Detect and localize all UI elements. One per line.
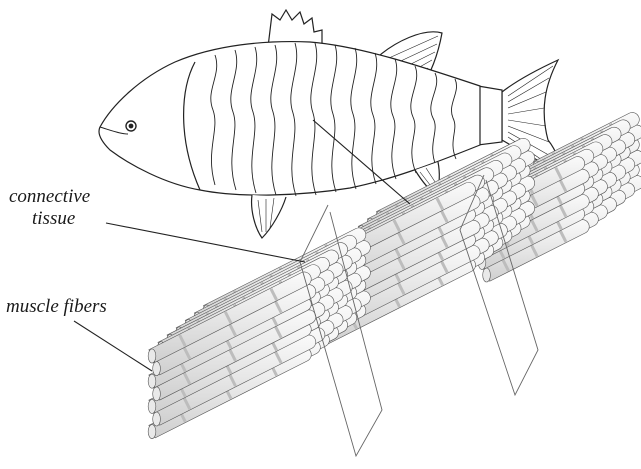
- fiber-bundle-front: [148, 228, 370, 439]
- leader-line-connective-tissue: [106, 223, 305, 262]
- connective-tissue-label-line2: tissue: [32, 208, 75, 229]
- muscle-fibers-label: muscle fibers: [6, 296, 107, 317]
- pelvic-fin: [252, 195, 286, 238]
- leader-line-muscle-fibers: [74, 321, 152, 371]
- connective-tissue-label-line1: connective: [9, 186, 90, 207]
- caudal-peduncle: [478, 86, 502, 145]
